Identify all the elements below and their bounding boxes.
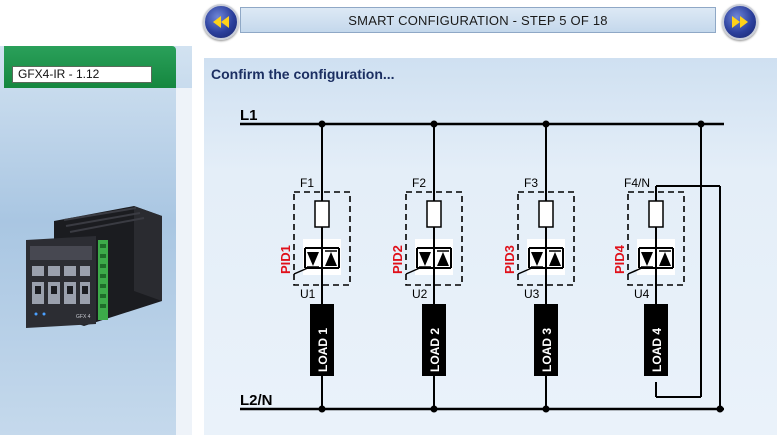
- device-version-label: GFX4-IR - 1.12: [12, 66, 152, 83]
- fast-forward-icon: [732, 16, 748, 28]
- previous-step-button[interactable]: [203, 4, 239, 40]
- load-label: LOAD 3: [540, 328, 554, 372]
- next-step-button[interactable]: [722, 4, 758, 40]
- pid-label: PID3: [502, 245, 517, 274]
- page-title: Confirm the configuration...: [211, 66, 395, 82]
- fuse-label: F2: [412, 176, 426, 190]
- sidebar-divider: [176, 88, 192, 435]
- load-label: LOAD 4: [650, 328, 664, 372]
- unit-label: U2: [412, 287, 428, 301]
- fuse-label: F1: [300, 176, 314, 190]
- unit-label: U1: [300, 287, 316, 301]
- fuse-label: F3: [524, 176, 538, 190]
- l1-label: L1: [240, 107, 258, 124]
- load-label: LOAD 1: [316, 328, 330, 372]
- channel-3: F3 U3 PID3 LOAD 3: [502, 120, 575, 413]
- step-title: SMART CONFIGURATION - STEP 5 OF 18: [240, 7, 716, 33]
- main-panel: Confirm the configuration... L1 L2/N: [204, 58, 777, 435]
- wiring-schematic: L1 L2/N F1 U1: [240, 107, 724, 413]
- rewind-icon: [213, 16, 229, 28]
- channel-2: F2 U2 PID2 LOAD 2: [390, 120, 463, 413]
- channel-4: F4/N U4 PID4 LOAD 4: [612, 176, 685, 376]
- channel-1: F1 U1 PID1 LOAD 1: [278, 120, 351, 413]
- load-label: LOAD 2: [428, 328, 442, 372]
- unit-label: U4: [634, 287, 650, 301]
- device-image: GFX 4: [26, 206, 162, 328]
- sidebar: GFX4-IR - 1.12: [0, 46, 192, 435]
- unit-label: U3: [524, 287, 540, 301]
- device-panel-label: GFX 4: [76, 314, 91, 320]
- sidebar-header: GFX4-IR - 1.12: [4, 46, 176, 88]
- pid-label: PID1: [278, 245, 293, 274]
- fuse-label: F4/N: [624, 176, 650, 190]
- pid-label: PID4: [612, 244, 627, 274]
- l2n-label: L2/N: [240, 392, 273, 409]
- pid-label: PID2: [390, 245, 405, 274]
